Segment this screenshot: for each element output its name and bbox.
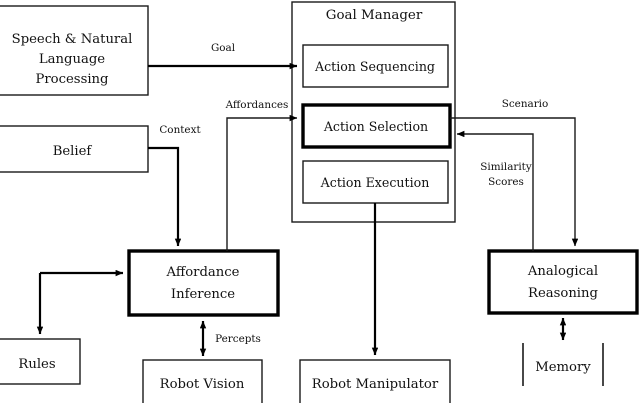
snlp-line-1: Speech & Natural [12,32,133,47]
node-robot-manipulator[interactable]: Robot Manipulator [299,359,451,403]
snlp-line-3: Processing [36,72,110,87]
affordance-inference-line-2: Inference [171,287,235,302]
edge-affordances: Affordances [225,99,298,251]
node-action-selection[interactable]: Action Selection [301,103,452,149]
edge-goal: Goal [148,42,298,70]
snlp-line-2: Language [39,52,105,67]
edge-context-label: Context [159,124,201,136]
node-belief[interactable]: Belief [0,125,149,173]
edge-scenario: Scenario [450,98,579,247]
edge-rules-link [36,269,124,335]
edge-percepts-label: Percepts [215,333,261,345]
node-action-sequencing[interactable]: Action Sequencing [302,44,449,88]
edge-percepts: Percepts [199,320,261,357]
robot-vision-label: Robot Vision [160,377,245,392]
memory-label: Memory [535,360,591,375]
edge-similarity-label-2: Scores [488,176,524,188]
edge-similarity-label-1: Similarity [480,161,532,173]
belief-label: Belief [53,144,93,159]
affordance-inference-line-1: Affordance [166,265,240,280]
node-robot-vision[interactable]: Robot Vision [142,359,263,403]
action-selection-label: Action Selection [323,119,428,134]
action-sequencing-label: Action Sequencing [314,59,435,74]
node-rules[interactable]: Rules [0,338,81,385]
node-action-execution[interactable]: Action Execution [302,160,449,204]
edge-affordances-label: Affordances [225,99,289,111]
node-affordance-inference[interactable]: Affordance Inference [127,249,280,317]
action-execution-label: Action Execution [320,175,430,190]
robot-manipulator-label: Robot Manipulator [312,377,439,392]
edge-context: Context [148,124,201,247]
rules-label: Rules [18,357,55,372]
edge-scenario-label: Scenario [502,98,549,110]
node-analogical-reasoning[interactable]: Analogical Reasoning [487,249,639,315]
edge-goal-label: Goal [211,42,236,54]
node-memory[interactable]: Memory [522,343,604,386]
node-speech-natural-language-processing[interactable]: Speech & Natural Language Processing [0,5,149,96]
edge-similarity-scores: Similarity Scores [456,130,534,251]
analogical-reasoning-line-1: Analogical [527,264,598,279]
goal-manager-title: Goal Manager [326,8,423,23]
analogical-reasoning-line-2: Reasoning [528,286,599,301]
